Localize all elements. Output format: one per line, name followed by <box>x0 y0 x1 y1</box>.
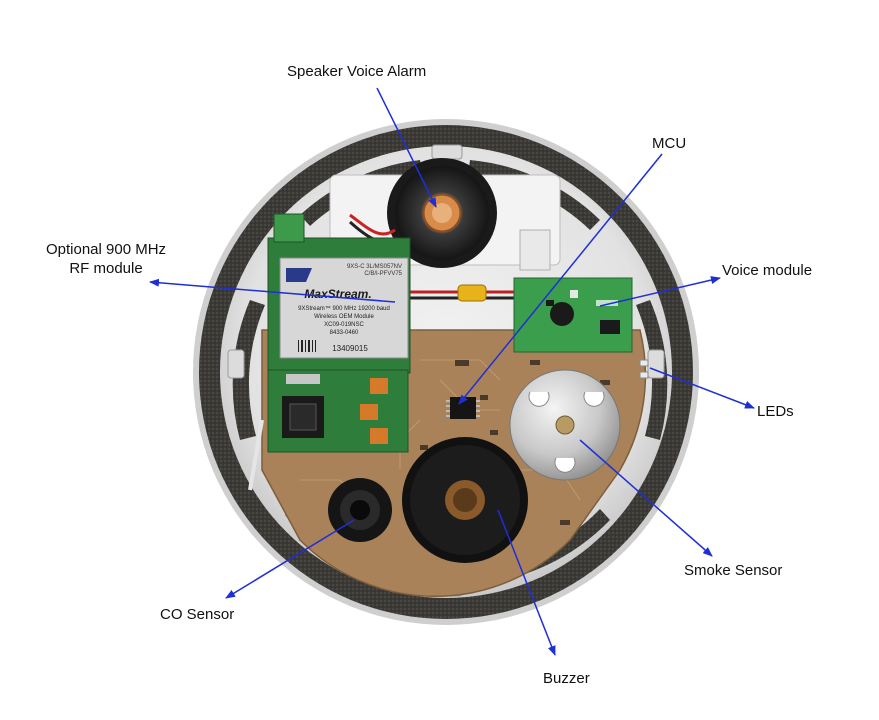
arrow-voice-module <box>599 276 721 307</box>
arrow-speaker <box>376 87 437 208</box>
rf-print-top2: C/B/I-PFVV75 <box>364 271 402 277</box>
leds <box>639 359 649 379</box>
mcu-chip <box>446 397 480 419</box>
maxstream-logo-icon <box>286 268 312 282</box>
voice-module <box>513 277 633 353</box>
label-mcu: MCU <box>652 135 687 152</box>
label-speaker-voice-alarm: Speaker Voice Alarm <box>287 63 427 80</box>
arrow-smoke-sensor <box>579 439 713 557</box>
arrow-co-sensor <box>225 519 355 599</box>
arrow-buzzer <box>497 509 556 656</box>
label-rf-module: Optional 900 MHz RF module <box>36 240 176 278</box>
rf-module: 9XS-C 3L/MS057NV C/B/I-PFVV75 MaxStream.… <box>267 213 411 374</box>
smoke-sensor <box>509 369 621 481</box>
label-voice-module: Voice module <box>722 262 813 279</box>
label-co-sensor: CO Sensor <box>160 606 235 623</box>
rf-brand: MaxStream. <box>304 287 371 301</box>
arrow-rf-module <box>149 278 396 303</box>
speaker <box>387 158 497 268</box>
wire-connector <box>457 284 487 302</box>
rf-barcode-icon <box>298 340 316 352</box>
label-rf-line2: RF module <box>69 260 143 277</box>
rf-print-line3: XC09-019NSC <box>324 322 364 328</box>
rf-serial: 13409015 <box>332 344 368 353</box>
arrow-mcu <box>458 153 663 405</box>
label-smoke-sensor: Smoke Sensor <box>684 562 783 579</box>
co-sensor <box>328 478 392 542</box>
bracket-tab <box>519 229 551 271</box>
buzzer <box>402 437 528 563</box>
annotation-arrows <box>149 87 755 656</box>
rf-print-line2: Wireless OEM Module <box>314 314 374 320</box>
rf-print-line1: 9XStream™ 900 MHz 19200 baud <box>298 305 390 312</box>
rf-print-top1: 9XS-C 3L/MS057NV <box>347 264 402 270</box>
rf-print-line4: 8433-0460 <box>330 330 359 336</box>
label-leds: LEDs <box>757 403 794 420</box>
speaker-wire-red <box>349 213 396 236</box>
label-rf-line1: Optional 900 MHz <box>45 241 167 258</box>
arrow-leds <box>649 367 755 409</box>
rf-baseboard <box>248 369 409 491</box>
label-buzzer: Buzzer <box>543 670 590 687</box>
